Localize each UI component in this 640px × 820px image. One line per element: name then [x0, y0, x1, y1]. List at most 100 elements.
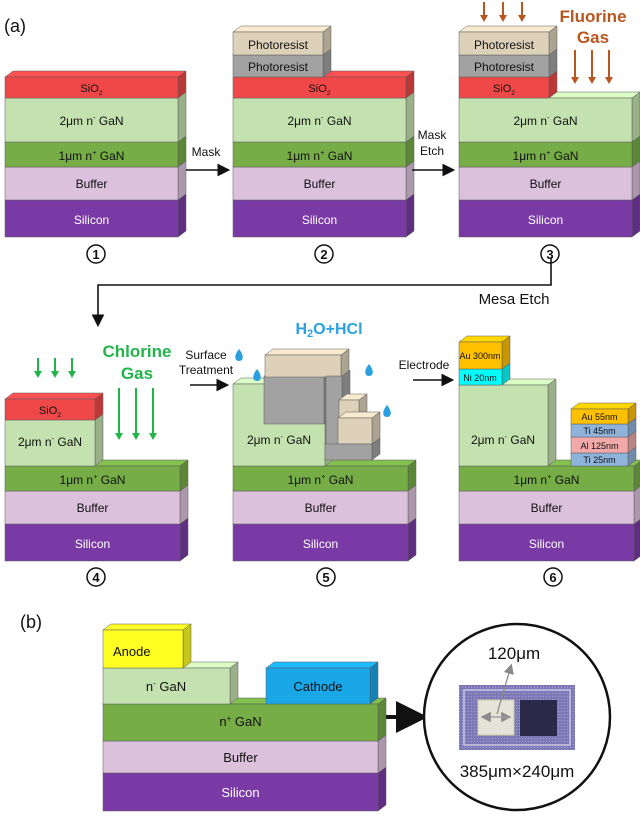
fluorine-arrow-side-3-head — [605, 77, 613, 84]
step6-cathode-al-label: Al 125nm — [580, 441, 618, 451]
step6-buffer-front — [458, 490, 635, 525]
process-arrows: Mask Mask Etch Mesa Etch Surface Treatme… — [91, 128, 552, 733]
step3-silicon — [458, 193, 640, 238]
step6-cathode-au-label: Au 55nm — [581, 412, 617, 422]
step1-n-minus-label: 2μm n- GaN — [59, 113, 123, 128]
step2-silicon-front — [232, 199, 407, 238]
step6-n-plus-front — [458, 465, 635, 492]
step-number-text: 3 — [546, 247, 553, 262]
step5-n-plus-front — [232, 465, 409, 492]
step1-silicon — [4, 193, 187, 238]
step2-photoresist-upper-front — [232, 31, 324, 56]
step4-silicon-label: Silicon — [75, 537, 110, 551]
step4-silicon-front — [4, 523, 181, 562]
step4-buffer — [4, 484, 189, 525]
step4-n-minus-label: 2μm n- GaN — [18, 434, 82, 449]
step2-buffer — [232, 160, 415, 201]
step6-cathode-au-top — [570, 402, 637, 410]
step2-n-plus — [232, 135, 415, 168]
mask-etch-label-2: Etch — [420, 144, 444, 158]
device-silicon-label: Silicon — [221, 785, 259, 800]
step1-n-minus — [4, 91, 187, 143]
mesa-etch-arrow — [91, 258, 552, 328]
step4-sio2-front — [4, 398, 96, 421]
step2-photoresist-upper-top — [232, 25, 332, 33]
step1-silicon-front — [4, 199, 179, 238]
panel-a-label: (a) — [4, 16, 26, 36]
step1-sio2-top — [4, 70, 187, 78]
step1-silicon-side — [177, 193, 187, 238]
step6-buffer-side — [633, 486, 640, 525]
step1-buffer-label: Buffer — [76, 177, 108, 191]
step3-silicon-label: Silicon — [528, 213, 563, 227]
step6-anode-au-side — [501, 335, 511, 370]
step1-n-plus-label: 1μm n+ GaN — [59, 148, 125, 163]
step3-buffer-side — [631, 160, 640, 201]
step2-n-minus — [232, 91, 415, 143]
step2-photoresist-lower-label: Photoresist — [248, 60, 309, 74]
micrograph-size-label: 385μm×240μm — [460, 762, 575, 781]
fluorine-arrow-side-2-head — [588, 77, 596, 84]
chlorine-label-1: Chlorine — [103, 342, 172, 361]
step-number-text: 6 — [549, 570, 556, 585]
water-droplet-2 — [253, 369, 261, 381]
device-n-plus-front — [102, 703, 379, 742]
step3-silicon-side — [631, 193, 640, 238]
step5-resist-cap — [264, 348, 350, 378]
water-hcl-treatment: H2O+HCl — [235, 321, 391, 417]
chlorine-arrow-top-2-head — [51, 371, 59, 378]
fluorine-arrow-side-1-head — [571, 77, 579, 84]
chlorine-arrow-top-3-head — [68, 371, 76, 378]
surface-treatment-label-2: Treatment — [179, 363, 234, 377]
step6-cathode-au — [570, 402, 637, 425]
step5-n-plus-label: 1μm n+ GaN — [288, 472, 354, 487]
step4-n-plus — [4, 459, 189, 492]
step2-buffer-side — [405, 160, 415, 201]
step3-photoresist-upper-label: Photoresist — [474, 38, 535, 52]
step4-n-minus-front — [4, 419, 96, 467]
device-n-minus-label: n- GaN — [146, 679, 186, 694]
step3-n-minus-front — [458, 97, 633, 143]
step5-resist-right-block-front — [337, 417, 373, 445]
step1-n-plus — [4, 135, 187, 168]
step6-n-minus-side — [547, 378, 557, 467]
step2-silicon-label: Silicon — [302, 213, 337, 227]
step1-n-minus-side — [177, 91, 187, 143]
step3-n-plus-front — [458, 141, 633, 168]
device-cathode-front — [265, 667, 371, 705]
step5-buffer-front — [232, 490, 409, 525]
step5-resist-cap-front — [264, 354, 342, 378]
device-cathode-side — [369, 661, 379, 705]
step-number-text: 4 — [92, 570, 100, 585]
step5-silicon-side — [407, 517, 417, 562]
step-number-text: 2 — [320, 247, 327, 262]
step6-cathode-ti2-label: Ti 25nm — [583, 455, 615, 465]
step6-n-minus — [458, 378, 557, 467]
step2-n-minus-label: 2μm n- GaN — [287, 113, 351, 128]
step3-photoresist-lower — [458, 48, 558, 78]
surface-treatment-label-1: Surface — [185, 348, 227, 362]
step5-silicon-label: Silicon — [303, 537, 338, 551]
device-anode-side — [182, 623, 192, 669]
step1-n-plus-front — [4, 141, 179, 168]
step2-photoresist-upper-label: Photoresist — [248, 38, 309, 52]
step3-n-plus-label: 1μm n+ GaN — [513, 148, 579, 163]
step4-n-plus-label: 1μm n+ GaN — [60, 472, 126, 487]
step1-buffer-side — [177, 160, 187, 201]
step6-anode-ni-label: Ni 20nm — [463, 373, 497, 383]
device-cathode — [265, 661, 379, 705]
device-n-plus-side — [377, 697, 387, 742]
step-number-2: 2 — [314, 244, 334, 264]
step4-buffer-side — [179, 484, 189, 525]
step2-buffer-front — [232, 166, 407, 201]
step5-silicon — [232, 517, 417, 562]
step6-silicon — [458, 519, 640, 562]
chlorine-gas: Chlorine Gas — [34, 342, 171, 440]
device-buffer-front — [102, 740, 379, 774]
water-hcl-label: H2O+HCl — [295, 321, 362, 340]
step4-buffer-label: Buffer — [77, 501, 109, 515]
